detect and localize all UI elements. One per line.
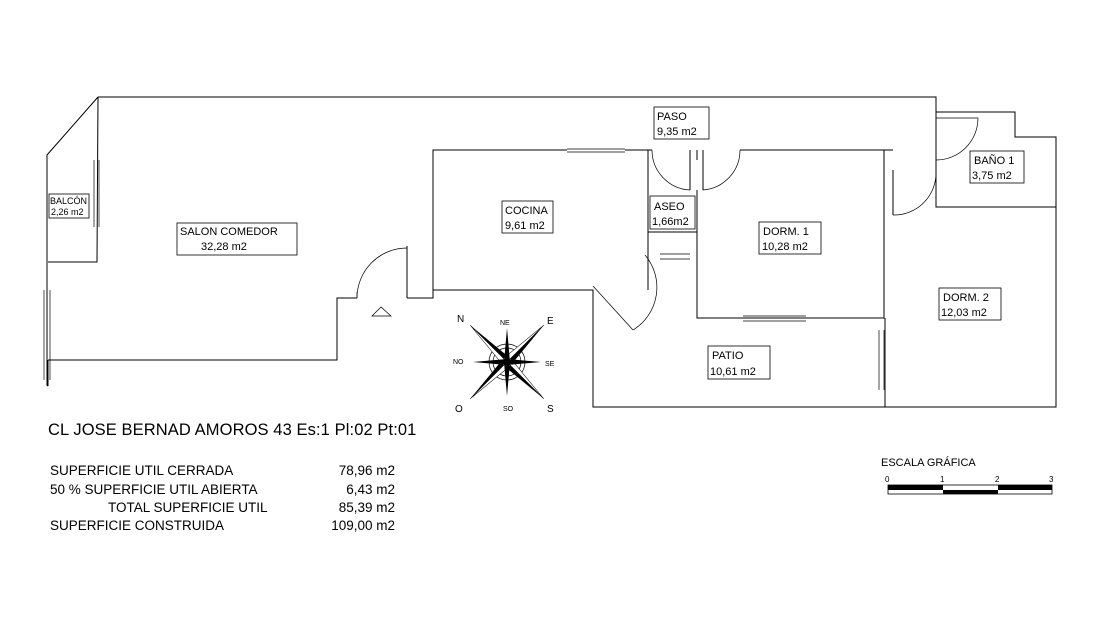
room-dorm2: DORM. 2 12,03 m2 (938, 287, 1002, 321)
room-name: PASO (657, 111, 687, 123)
summary-label: 50 % SUPERFICIE UTIL ABIERTA (50, 482, 258, 497)
room-salon-comedor: SALON COMEDOR 32,28 m2 (176, 222, 298, 256)
address-line: CL JOSE BERNAD AMOROS 43 Es:1 Pl:02 Pt:0… (48, 421, 417, 439)
compass-label-n: N (457, 314, 464, 325)
scale-title: ESCALA GRÁFICA (881, 457, 976, 469)
summary-label: SUPERFICIE UTIL CERRADA (50, 463, 234, 478)
scale-tick: 2 (995, 475, 1000, 484)
room-area: 10,28 m2 (762, 241, 808, 253)
room-name: BAÑO 1 (974, 154, 1014, 167)
room-area: 1,66m2 (652, 216, 689, 228)
summary-value: 6,43 m2 (346, 482, 395, 497)
interior-walls (43, 112, 1056, 407)
summary-value: 109,00 m2 (331, 518, 395, 533)
room-area: 9,35 m2 (657, 126, 697, 138)
room-labels: SALON COMEDOR 32,28 m2 BALCÓN 2,26 m2 CO… (48, 106, 1025, 380)
room-area: 32,28 m2 (201, 241, 247, 253)
summary-label: TOTAL SUPERFICIE UTIL (108, 500, 268, 515)
room-cocina: COCINA 9,61 m2 (501, 200, 554, 234)
compass-label-se: SE (545, 361, 555, 368)
summary-value: 78,96 m2 (338, 463, 395, 478)
room-area: 12,03 m2 (941, 307, 987, 319)
room-area: 10,61 m2 (710, 366, 756, 378)
compass-label-s: S (547, 404, 554, 415)
compass-label-no: NO (453, 359, 464, 366)
compass-rose: N NE E SE S SO O NO (453, 314, 555, 415)
room-patio: PATIO 10,61 m2 (707, 345, 771, 380)
room-name: DORM. 1 (763, 226, 809, 238)
scale-tick: 3 (1049, 475, 1054, 484)
compass-label-ne: NE (500, 320, 510, 327)
room-name: COCINA (505, 205, 548, 217)
room-area: 3,75 m2 (972, 170, 1012, 182)
room-bano1: BAÑO 1 3,75 m2 (969, 150, 1025, 184)
scale-tick: 1 (940, 475, 945, 484)
outer-walls (46, 96, 1057, 408)
room-balcon: BALCÓN 2,26 m2 (48, 193, 90, 219)
compass-label-so: SO (503, 406, 514, 413)
room-name: ASEO (654, 201, 685, 213)
summary-label: SUPERFICIE CONSTRUIDA (50, 518, 225, 533)
room-name: DORM. 2 (943, 292, 989, 304)
room-area: 9,61 m2 (505, 220, 545, 232)
doors (356, 117, 979, 331)
summary-value: 85,39 m2 (338, 500, 395, 515)
room-name: BALCÓN (50, 196, 87, 206)
room-name: PATIO (712, 350, 744, 362)
room-name: SALON COMEDOR (180, 226, 278, 238)
room-dorm1: DORM. 1 10,28 m2 (758, 221, 822, 255)
room-aseo: ASEO 1,66m2 (649, 195, 696, 230)
scale-bar (887, 484, 1053, 495)
room-area: 2,26 m2 (51, 207, 84, 217)
compass-label-e: E (547, 316, 554, 327)
scale-tick: 0 (885, 475, 890, 484)
compass-label-o: O (455, 404, 463, 415)
room-paso: PASO 9,35 m2 (653, 106, 710, 140)
